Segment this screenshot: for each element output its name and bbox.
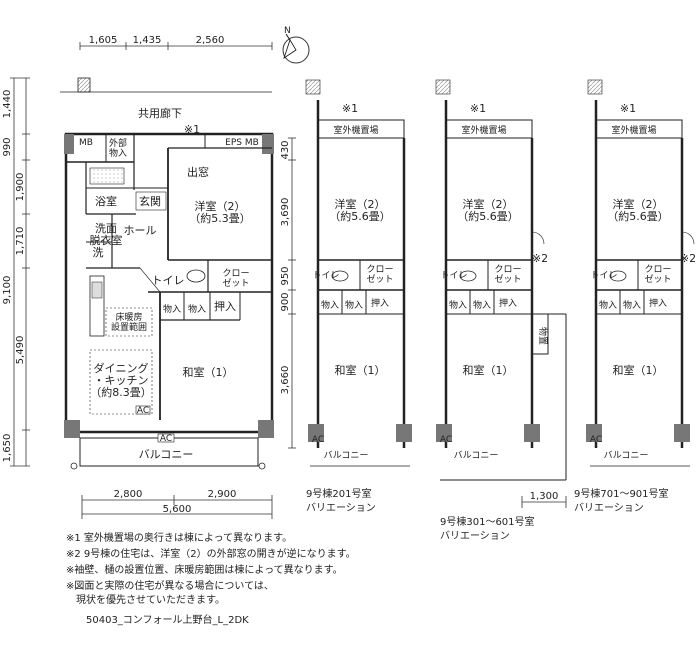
- dim-extra: 1,300: [530, 491, 559, 502]
- closet-label: クローゼット: [222, 268, 249, 289]
- v2-closet-label: クローゼット: [494, 264, 521, 285]
- main-plan: [60, 77, 274, 470]
- v1-western-room-label: 洋室（2）（約5.6畳）: [329, 197, 391, 223]
- v2-extra-storage-label: 物置: [537, 327, 549, 345]
- v2-note-mark: ※1: [470, 102, 486, 115]
- v2-ac-label: AC: [440, 435, 452, 445]
- v3-outdoor-unit-label: 室外機置場: [611, 124, 656, 136]
- caption-variant-201: 9号棟201号室 バリエーション: [306, 489, 376, 514]
- note-5: 現状を優先させていただきます。: [66, 595, 225, 606]
- caption-variant-701-901: 9号棟701～901号室 バリエーション: [574, 489, 669, 514]
- v3-note2-mark: ※2: [680, 252, 696, 265]
- bay-window-label: 出窓: [187, 165, 209, 179]
- variant-201-plan: [305, 79, 412, 467]
- v3-ac-label: AC: [590, 435, 602, 445]
- note-1: ※1 室外機置場の奥行きは棟によって異なります。: [66, 533, 293, 544]
- v3-note-mark: ※1: [620, 102, 636, 115]
- variant-201-dimensions: [288, 137, 296, 449]
- storage-label-2: 物入: [188, 303, 206, 315]
- v3-storage-label-1: 物入: [599, 299, 617, 311]
- v1-ac-label: AC: [312, 435, 324, 445]
- v3-storage-label-2: 物入: [623, 299, 641, 311]
- eps-mb-label: EPS MB: [225, 138, 259, 148]
- v1-outdoor-unit-label: 室外機置場: [333, 124, 378, 136]
- dim-top-3: 2,560: [196, 35, 225, 46]
- v1-balcony-label: バルコニー: [324, 450, 369, 461]
- dim-201-2: 3,690: [280, 198, 291, 227]
- hall-label: ホール: [124, 224, 157, 237]
- v1-storage-label-1: 物入: [321, 299, 339, 311]
- v1-note-mark: ※1: [342, 102, 358, 115]
- note-3: ※袖壁、樋の設置位置、床暖房範囲は棟によって異なります。: [66, 565, 343, 576]
- dining-kitchen-label: ダイニング・キッチン（約8.3畳）: [90, 361, 152, 399]
- japanese-room-label: 和室（1）: [183, 365, 234, 379]
- note-4: ※図面と実際の住宅が異なる場合については、: [66, 581, 274, 592]
- dim-left-1: 1,440: [2, 90, 13, 119]
- v2-storage-label-2: 物入: [473, 299, 491, 311]
- dim-bottom-1: 2,800: [114, 489, 143, 500]
- dim-top-1: 1,605: [89, 35, 118, 46]
- dim-201-3: 950: [280, 266, 291, 285]
- toilet-label: トイレ: [152, 274, 185, 287]
- v2-toilet-label: トイレ: [440, 271, 467, 281]
- washroom-label: 洗面脱衣室: [90, 222, 123, 247]
- western-room-label: 洋室（2）（約5.3畳）: [189, 199, 251, 225]
- v2-japanese-room-label: 和室（1）: [463, 363, 514, 377]
- variant-extra-dimension: [521, 496, 567, 508]
- v1-storage-label-2: 物入: [345, 299, 363, 311]
- bath-label: 浴室: [95, 194, 117, 208]
- v2-balcony-label: バルコニー: [454, 450, 499, 461]
- note-2: ※2 9号棟の住宅は、洋室（2）の外部窓の開きが逆になります。: [66, 549, 356, 560]
- v2-note2-mark: ※2: [532, 252, 548, 265]
- bottom-dimensions: [81, 495, 273, 519]
- v2-storage-label-1: 物入: [449, 299, 467, 311]
- v2-western-room-label: 洋室（2）（約5.6畳）: [457, 197, 519, 223]
- v2-oshiire-label: 押入: [499, 297, 517, 309]
- floor-heating-label: 床暖房設置範囲: [111, 311, 147, 333]
- dim-top-2: 1,435: [133, 35, 162, 46]
- v2-outdoor-unit-label: 室外機置場: [461, 124, 506, 136]
- washer-label: 洗: [93, 246, 104, 259]
- outdoor-storage-label: 外部物入: [109, 137, 127, 159]
- corridor-label: 共用廊下: [138, 106, 182, 120]
- dim-201-4: 900: [280, 292, 291, 311]
- left-dimensions: [10, 77, 30, 467]
- storage-label-1: 物入: [163, 303, 181, 315]
- genkan-label: 玄関: [139, 194, 161, 208]
- v1-oshiire-label: 押入: [371, 297, 389, 309]
- north-arrow-icon: [282, 33, 310, 64]
- dim-left-5: 9,100: [2, 276, 13, 305]
- balcony-label: バルコニー: [139, 448, 194, 461]
- v3-western-room-label: 洋室（2）（約5.6畳）: [607, 197, 669, 223]
- variant-701-901-plan: [586, 79, 695, 467]
- ac-label-balcony: AC: [160, 434, 172, 444]
- v3-oshiire-label: 押入: [649, 297, 667, 309]
- dim-left-4: 1,710: [15, 227, 26, 256]
- mb-label: MB: [79, 138, 93, 148]
- top-dimensions: [79, 42, 273, 50]
- caption-variant-301-601: 9号棟301～601号室 バリエーション: [440, 517, 535, 542]
- dim-left-7: 1,650: [2, 434, 13, 463]
- v1-toilet-label: トイレ: [312, 271, 339, 281]
- dim-left-2: 990: [2, 137, 13, 156]
- variant-301-601-plan: [435, 79, 567, 481]
- oshiire-label: 押入: [214, 299, 236, 313]
- dim-left-6: 5,490: [15, 336, 26, 365]
- v3-japanese-room-label: 和室（1）: [613, 363, 664, 377]
- v3-closet-label: クローゼット: [644, 264, 671, 285]
- dim-bottom-2: 2,900: [208, 489, 237, 500]
- ac-label-dining: AC: [137, 406, 149, 416]
- note1-mark-main: ※1: [184, 123, 200, 136]
- v1-japanese-room-label: 和室（1）: [335, 363, 386, 377]
- dim-201-1: 430: [280, 140, 291, 159]
- v3-balcony-label: バルコニー: [604, 450, 649, 461]
- footer-code: 50403_コンフォール上野台_L_2DK: [86, 615, 249, 626]
- north-label: N: [284, 26, 291, 36]
- dim-left-3: 1,900: [15, 173, 26, 202]
- dim-201-5: 3,660: [280, 366, 291, 395]
- dim-bottom-total: 5,600: [163, 504, 192, 515]
- v1-closet-label: クローゼット: [366, 264, 393, 285]
- v3-toilet-label: トイレ: [590, 271, 617, 281]
